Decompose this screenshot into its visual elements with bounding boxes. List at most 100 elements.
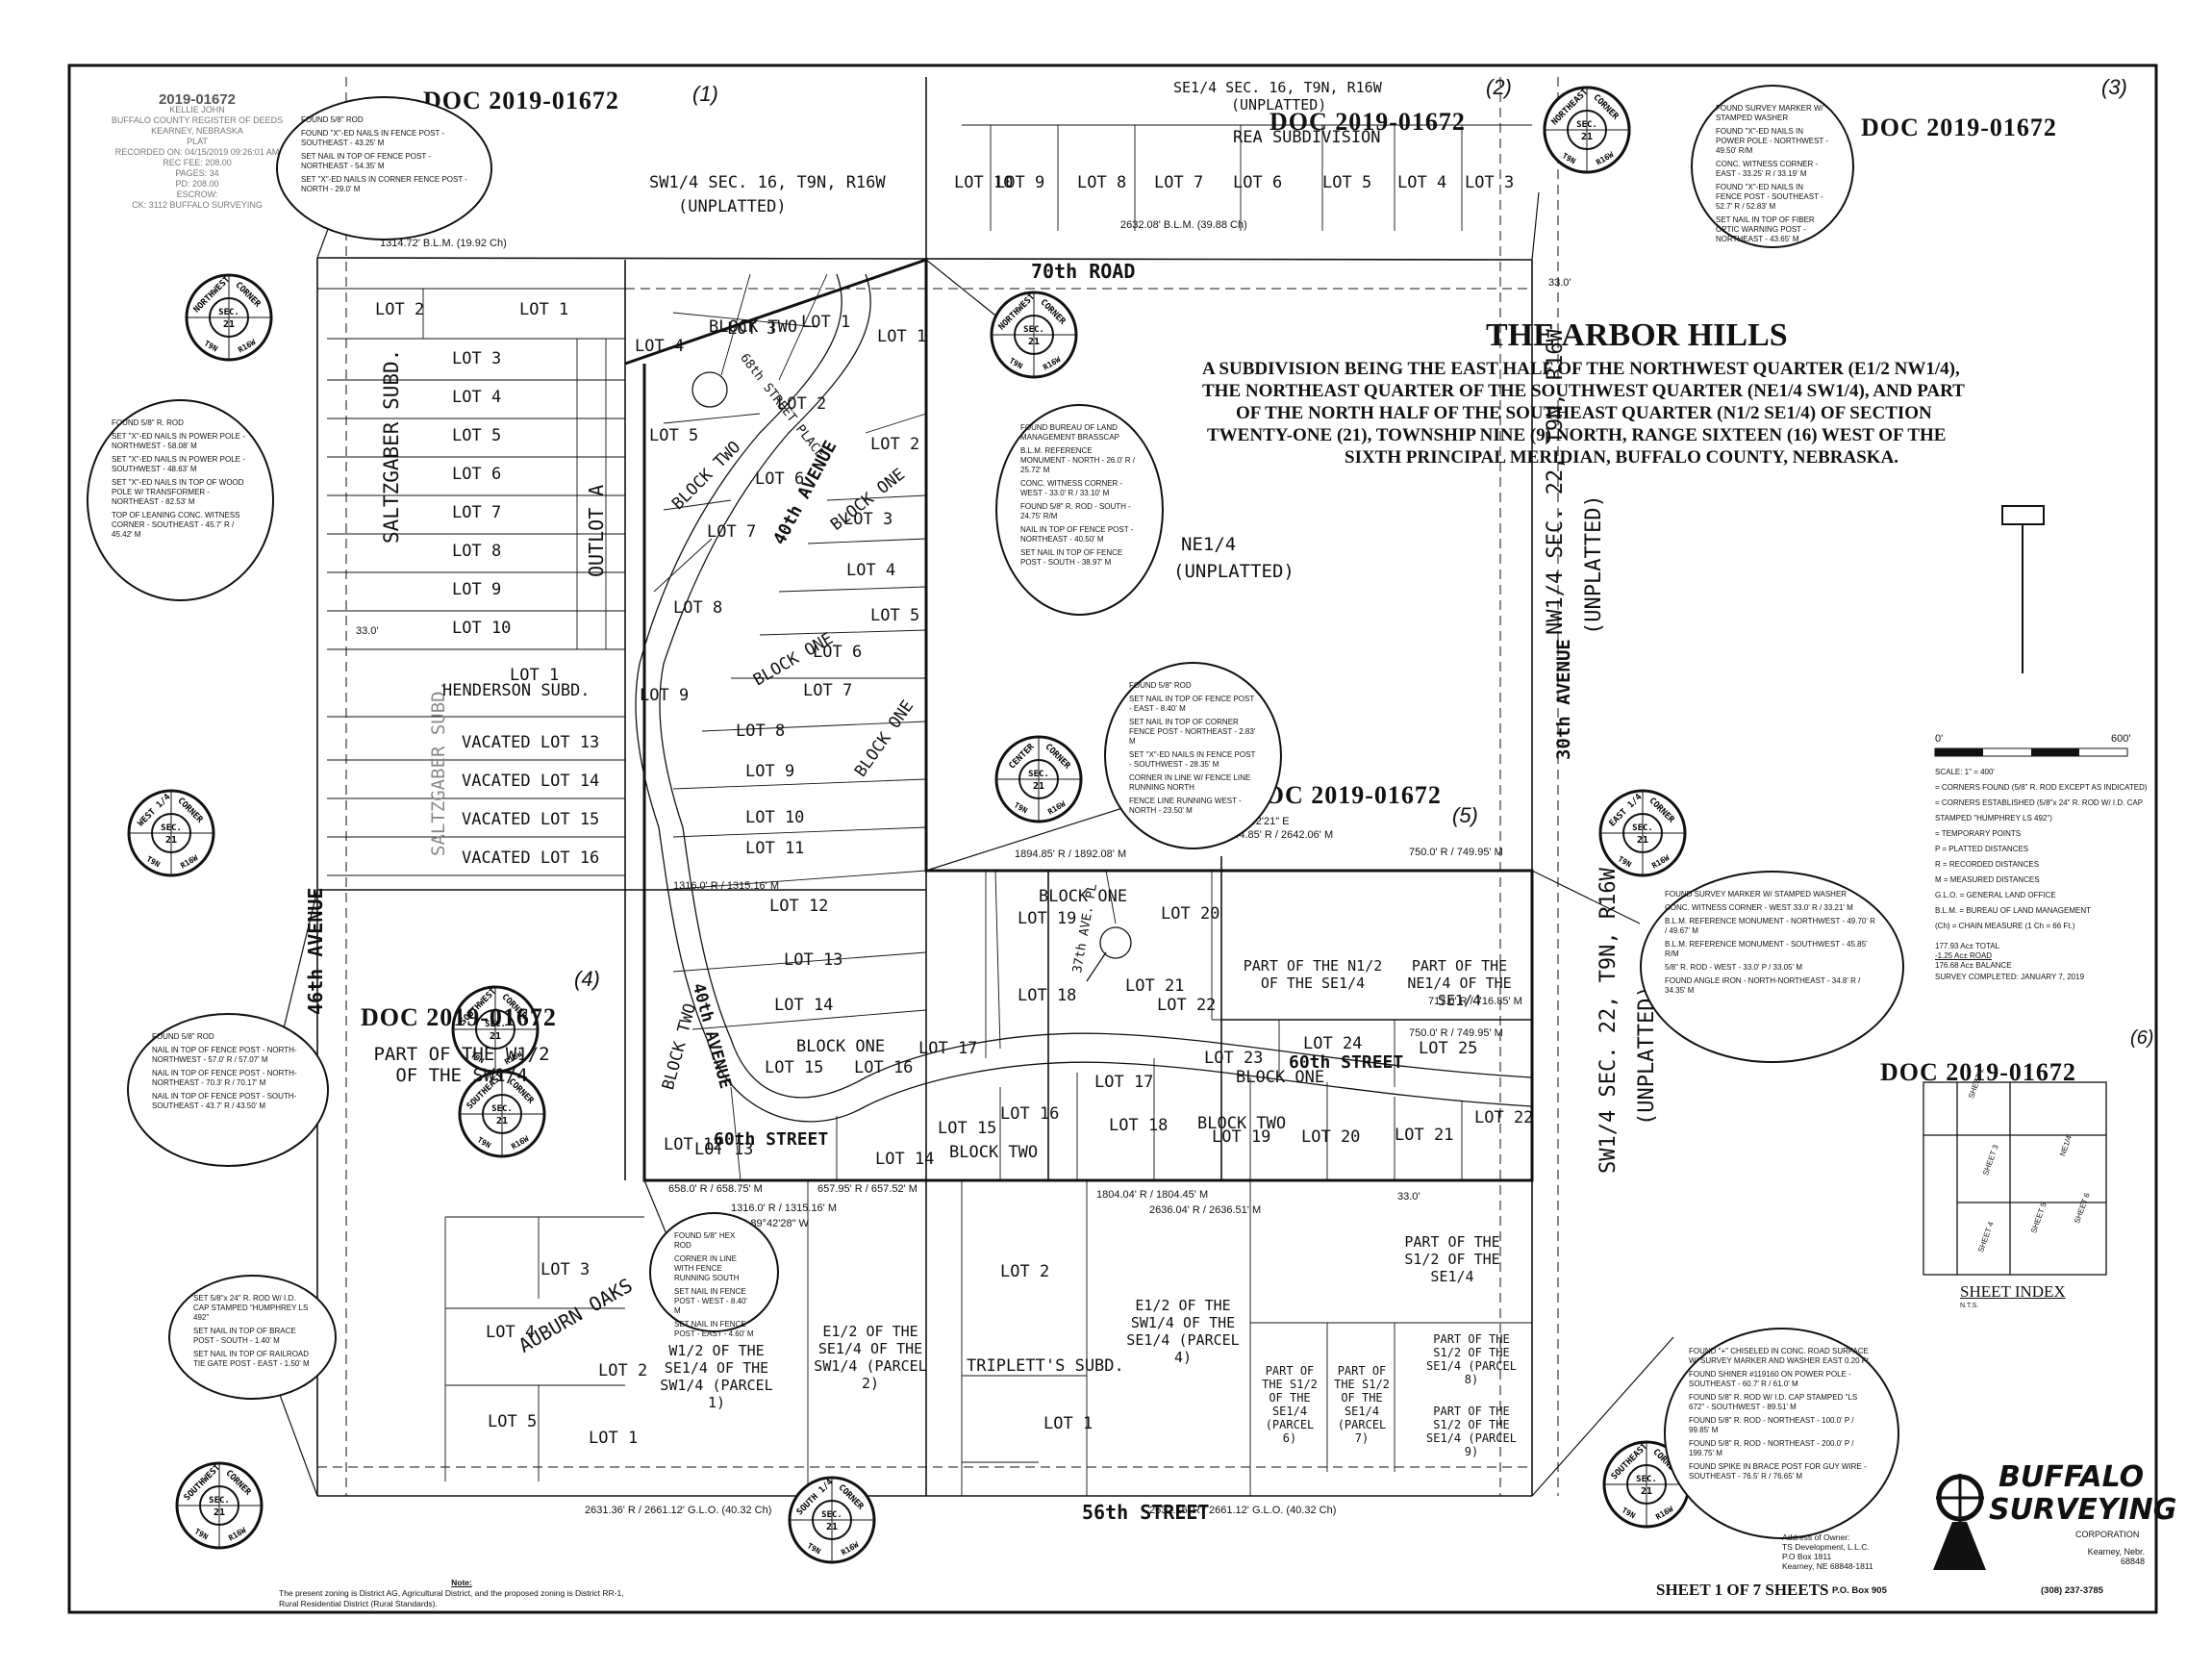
lot-label: LOT 19 bbox=[1018, 909, 1077, 928]
corner-text: 21 bbox=[826, 1522, 838, 1532]
dimension-label: 2644.85' R / 2642.06' M bbox=[1221, 829, 1334, 841]
monument-note: FOUND SURVEY MARKER W/ STAMPED WASHER FO… bbox=[1691, 85, 1854, 248]
note-line: SET NAIL IN TOP OF FENCE POST - SOUTH - … bbox=[1020, 548, 1123, 567]
block-label: BLOCK TWO bbox=[949, 1143, 1039, 1162]
note-line: FOUND 5/8" ROD bbox=[1129, 681, 1192, 690]
west-lot-lines bbox=[327, 288, 625, 876]
sheet-border bbox=[67, 63, 2158, 1614]
corner-text: 21 bbox=[1581, 132, 1593, 142]
note-line: SET NAIL IN TOP OF RAILROAD TIE GATE POS… bbox=[193, 1350, 310, 1368]
corner-text: SEC. bbox=[1028, 770, 1049, 779]
monument-note: FOUND "+" CHISELED IN CONC. ROAD SURFACE… bbox=[1664, 1328, 1899, 1539]
note-line: FOUND ANGLE IRON - NORTH-NORTHEAST - 34.… bbox=[1665, 976, 1861, 995]
dimension-label: 1314.72' B.L.M. (19.92 Ch) bbox=[380, 238, 507, 249]
legend-item: G.L.O. = GENERAL LAND OFFICE bbox=[1935, 891, 2056, 899]
lot-label: LOT 5 bbox=[649, 426, 699, 445]
note-line: NAIL IN TOP OF FENCE POST - SOUTH-SOUTHE… bbox=[152, 1092, 297, 1110]
corner-text: SEC. bbox=[218, 308, 239, 317]
block-label: BLOCK ONE bbox=[1039, 887, 1128, 906]
dimension-label: 657.95' R / 657.52' M bbox=[817, 1183, 917, 1195]
sheet-count: SHEET 1 OF 7 SHEETS bbox=[1656, 1581, 1829, 1599]
legend-scale: SCALE: 1" = 400' bbox=[1935, 768, 1995, 776]
owner-label: Address of Owner: bbox=[1782, 1532, 1850, 1542]
dimension-label: 33.0' bbox=[1397, 1191, 1420, 1203]
lot-label: LOT 1 bbox=[801, 313, 851, 332]
doc-number-3: DOC 2019-01672 bbox=[1861, 114, 2057, 141]
lot-label: LOT 4 bbox=[452, 388, 502, 407]
title-line: A SUBDIVISION BEING THE EAST HALF OF THE… bbox=[1202, 359, 1960, 379]
note-line: SET "X"-ED NAILS IN FENCE POST - SOUTHWE… bbox=[1129, 750, 1256, 769]
lot-label: LOT 4 bbox=[1397, 173, 1447, 192]
note-line: FOUND 5/8" R. ROD W/ I.D. CAP STAMPED "L… bbox=[1689, 1393, 1858, 1411]
dimension-label: 2632.16' R / 2661.12' G.L.O. (40.32 Ch) bbox=[1149, 1505, 1337, 1516]
dimension-label: 717.0' R / 716.85' M bbox=[1428, 996, 1522, 1007]
lot-label: LOT 7 bbox=[803, 681, 853, 700]
area-label: PART OF THE N1/2 OF THE SE1/4 bbox=[1243, 957, 1383, 992]
dimension-label: 1804.04' R / 1804.45' M bbox=[1096, 1189, 1209, 1201]
lot-label: VACATED LOT 14 bbox=[462, 772, 600, 791]
parcel-label: PART OF THE S1/2 OF THE SE1/4 (PARCEL 9) bbox=[1426, 1405, 1517, 1458]
note-line: SET "X"-ED NAILS IN POWER POLE - NORTHWE… bbox=[112, 432, 245, 450]
stamp-line: CK: 3112 BUFFALO SURVEYING bbox=[132, 200, 263, 210]
zoning-note: Note: The present zoning is District AG,… bbox=[279, 1578, 644, 1609]
stamp-line: PLAT bbox=[187, 137, 208, 146]
stamp-number: 2019-01672 bbox=[158, 91, 237, 108]
corner-text: SEC. bbox=[1636, 1475, 1657, 1484]
lot-label: LOT 17 bbox=[1094, 1073, 1154, 1092]
legend-item: R = RECORDED DISTANCES bbox=[1935, 860, 2040, 869]
note-line: FOUND "X"-ED NAILS IN FENCE POST - SOUTH… bbox=[301, 129, 445, 147]
note-line: B.L.M. REFERENCE MONUMENT - SOUTHWEST - … bbox=[1665, 940, 1868, 958]
scale-max: 600' bbox=[2111, 733, 2131, 745]
corner-text: 21 bbox=[496, 1116, 508, 1127]
lot-label: LOT 13 bbox=[784, 950, 843, 970]
lot-label: LOT 3 bbox=[452, 349, 502, 368]
area-label: PART OF THE NE1/4 OF THE SE1/4 bbox=[1407, 957, 1512, 1009]
corner-text: SEC. bbox=[821, 1510, 842, 1520]
sheet-index-note: N.T.S. bbox=[1960, 1303, 1979, 1309]
acres-balance: 176.68 Ac± BALANCE bbox=[1935, 961, 2012, 970]
sheet-mark: (5) bbox=[1452, 803, 1478, 827]
legend-item: B.L.M. = BUREAU OF LAND MANAGEMENT bbox=[1935, 906, 2092, 915]
lot-label: LOT 20 bbox=[1161, 904, 1220, 924]
note-line: NAIL IN TOP OF FENCE POST - NORTH-NORTHE… bbox=[152, 1069, 297, 1087]
stamp-line: ESCROW: bbox=[176, 190, 218, 199]
lot-label: LOT 5 bbox=[488, 1412, 538, 1431]
buffalo-surveying-logo: BUFFALO SURVEYING CORPORATION Kearney, N… bbox=[1914, 1455, 2176, 1589]
note-line: SET NAIL IN TOP OF CORNER FENCE POST - N… bbox=[1129, 718, 1256, 746]
title-line: TWENTY-ONE (21), TOWNSHIP NINE (9) NORTH… bbox=[1207, 425, 1947, 445]
note-line: SET "X"-ED NAILS IN TOP OF WOOD POLE W/ … bbox=[112, 478, 244, 506]
lot-label: LOT 9 bbox=[995, 173, 1045, 192]
stamp-line: RECORDED ON: 04/15/2019 09:26:01 AM bbox=[114, 147, 280, 157]
block-label: BLOCK ONE bbox=[796, 1037, 886, 1056]
corner-text: 21 bbox=[490, 1031, 501, 1042]
road-label: 60th STREET bbox=[1289, 1052, 1404, 1073]
doc-number-1: DOC 2019-01672 bbox=[423, 87, 619, 114]
note-line: FOUND "+" CHISELED IN CONC. ROAD SURFACE… bbox=[1689, 1347, 1872, 1365]
road-label: 60th STREET bbox=[714, 1129, 829, 1150]
lot-label: VACATED LOT 15 bbox=[462, 810, 600, 829]
legend-item: = CORNERS ESTABLISHED (5/8"x 24" R. ROD … bbox=[1935, 798, 2143, 823]
sheet-mark: (6) bbox=[2130, 1027, 2154, 1049]
lot-label: LOT 4 bbox=[635, 337, 685, 356]
recording-stamp: 2019-01672 KELLIE JOHN BUFFALO COUNTY RE… bbox=[87, 91, 308, 211]
parcel-label: E1/2 OF THE SW1/4 OF THE SE1/4 (PARCEL 4… bbox=[1126, 1297, 1240, 1366]
lot-label: LOT 8 bbox=[736, 722, 786, 741]
stamp-line: KEARNEY, NEBRASKA bbox=[151, 126, 243, 136]
monument-note: SET 5/8"x 24" R. ROD W/ I.D. CAP STAMPED… bbox=[168, 1275, 337, 1400]
note-line: FOUND 5/8" R. ROD - NORTHEAST - 100.0' P… bbox=[1689, 1416, 1854, 1434]
lot-label: LOT 3 bbox=[727, 319, 777, 339]
lot-label: VACATED LOT 13 bbox=[462, 733, 600, 752]
note-line: SET NAIL IN TOP OF FIBER OPTIC WARNING P… bbox=[1716, 215, 1815, 243]
note-line: CONC. WITNESS CORNER - EAST - 33.25' R /… bbox=[1716, 160, 1819, 178]
doc-number-6: DOC 2019-01672 bbox=[1880, 1058, 2076, 1086]
area-label: PART OF THE W1/2 OF THE SW1/4 bbox=[373, 1044, 550, 1086]
corner-text: SEC. bbox=[1632, 823, 1653, 833]
note-line: FOUND 5/8" ROD bbox=[152, 1032, 214, 1041]
lot-label: LOT 3 bbox=[540, 1260, 591, 1279]
lot-label: LOT 9 bbox=[452, 580, 502, 599]
dimension-label: 2632.08' B.L.M. (39.88 Ch) bbox=[1120, 219, 1247, 231]
